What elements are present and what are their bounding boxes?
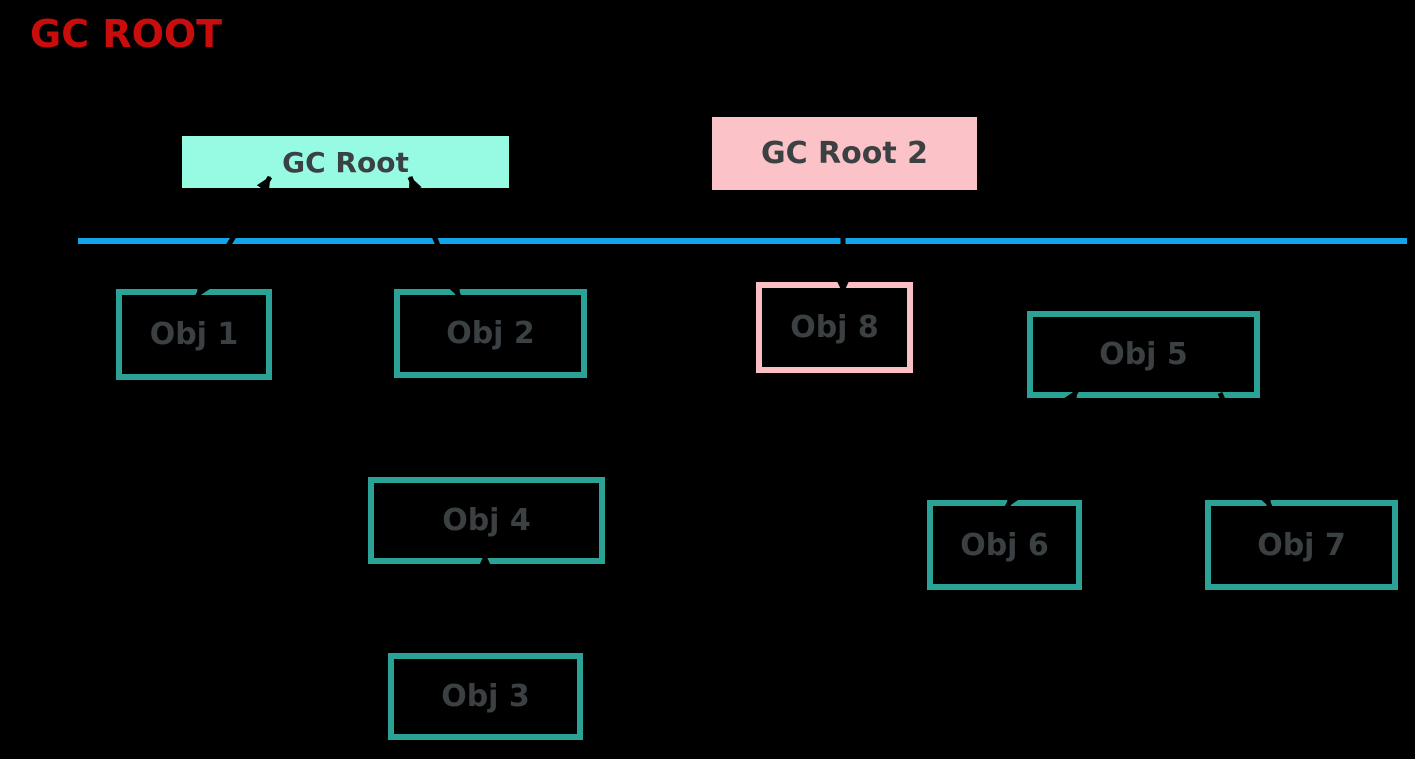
node-obj3-label: Obj 3	[441, 679, 530, 714]
page-title: GC ROOT	[30, 12, 223, 56]
node-gc-root-2: GC Root 2	[712, 117, 977, 190]
node-gc-root: GC Root	[182, 136, 509, 188]
node-obj2-label: Obj 2	[446, 316, 535, 351]
node-obj6-label: Obj 6	[960, 527, 1049, 563]
node-obj7: Obj 7	[1205, 500, 1398, 590]
node-obj5: Obj 5	[1027, 311, 1260, 398]
node-obj3: Obj 3	[388, 653, 583, 740]
node-obj1-label: Obj 1	[149, 317, 239, 352]
arrow-obj5-to-obj6	[1004, 388, 1080, 509]
arrow-obj5-to-obj7	[1217, 391, 1273, 509]
node-obj2: Obj 2	[394, 289, 587, 378]
node-obj8-label: Obj 8	[790, 310, 879, 345]
arrow-gc_root-to-obj1	[194, 175, 273, 299]
node-obj7-label: Obj 7	[1257, 527, 1346, 563]
node-obj4-label: Obj 4	[442, 503, 531, 538]
node-gc-root-label: GC Root	[282, 145, 409, 179]
root-set-line	[78, 238, 1407, 244]
node-obj6: Obj 6	[927, 500, 1082, 590]
node-obj4: Obj 4	[368, 477, 605, 564]
node-obj5-label: Obj 5	[1099, 337, 1188, 372]
node-obj1: Obj 1	[116, 289, 272, 380]
node-obj8: Obj 8	[756, 282, 913, 373]
arrow-gc_root-to-obj2	[407, 176, 462, 298]
node-gc-root-2-label: GC Root 2	[760, 136, 929, 171]
